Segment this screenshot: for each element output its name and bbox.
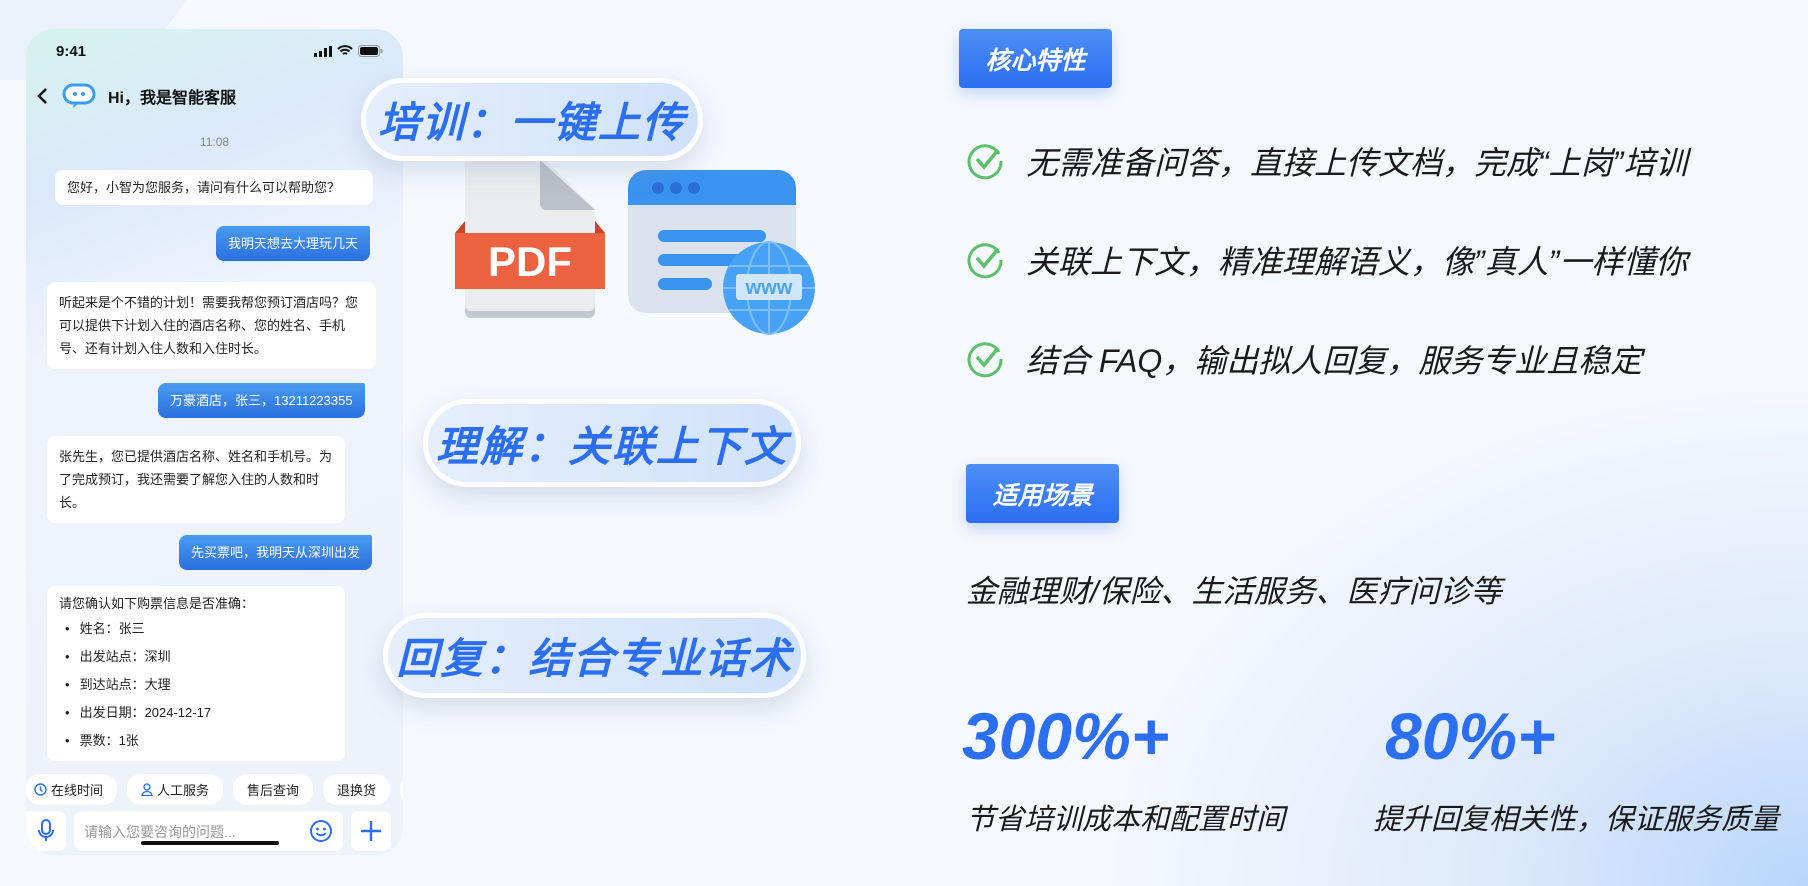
input-row: 请输入您要咨询的问题... <box>26 811 403 851</box>
scenarios-badge: 适用场景 <box>966 464 1119 523</box>
pill-label: 回复：结合专业话术 <box>396 635 793 682</box>
ticket-info-list: 姓名：张三 出发站点：深圳 到达站点：大理 出发日期：2024-12-17 票数… <box>59 615 333 755</box>
web-page-globe-icon: www <box>628 170 815 335</box>
chip-online-hours[interactable]: 在线时间 <box>26 774 118 805</box>
battery-icon <box>358 45 383 57</box>
list-item: 姓名：张三 <box>59 615 333 643</box>
list-item: 出发站点：深圳 <box>59 643 333 671</box>
home-indicator <box>141 841 279 845</box>
chip-returns[interactable]: 退换货 <box>323 774 391 805</box>
feature-item: 关联上下文，精准理解语义，像”真人”一样懂你 <box>966 237 1687 283</box>
user-message: 先买票吧，我明天从深圳出发 <box>179 535 373 570</box>
person-icon <box>141 783 153 796</box>
bot-message: 您好，小智为您服务，请问有什么可以帮助您？ <box>55 170 373 205</box>
pill-label: 理解：关联上下文 <box>435 422 788 470</box>
stat-value: 80%+ <box>1385 699 1556 773</box>
feature-pill-training: 培训：一键上传 <box>361 78 703 161</box>
message-text: 听起来是个不错的计划！需要我帮您预订酒店吗？您可以提供下计划入住的酒店名称、您的… <box>59 295 359 356</box>
check-circle-icon <box>967 243 1003 279</box>
user-message: 万豪酒店，张三，13211223355 <box>158 383 365 418</box>
feature-pill-understanding: 理解：关联上下文 <box>423 399 801 487</box>
chat-bot-icon <box>62 83 96 108</box>
message-text: 先买票吧，我明天从深圳出发 <box>191 545 361 560</box>
status-time: 9:41 <box>56 43 87 60</box>
bot-message: 张先生，您已提供酒店名称、姓名和手机号。为了完成预订，我还需要了解您入住的人数和… <box>47 436 345 523</box>
feature-text: 无需准备问答，直接上传文档，完成“上岗”培训 <box>1026 145 1688 181</box>
message-text: 万豪酒店，张三，13211223355 <box>170 393 353 408</box>
stat-label: 提升回复相关性，保证服务质量 <box>1373 804 1780 836</box>
message-text: 我明天想去大理玩几天 <box>228 236 359 251</box>
www-label: www <box>745 277 793 299</box>
clock-icon <box>34 783 47 796</box>
list-item: 票数：1张 <box>59 727 333 755</box>
pdf-file-icon: PDF <box>455 160 605 318</box>
chat-header: Hi，我是智能客服 <box>36 81 393 111</box>
bot-message: 请您确认如下购票信息是否准确： 姓名：张三 出发站点：深圳 到达站点：大理 出发… <box>47 586 345 761</box>
voice-button[interactable] <box>26 811 66 851</box>
plus-icon <box>361 821 381 841</box>
message-text: 您好，小智为您服务，请问有什么可以帮助您？ <box>67 180 341 195</box>
wifi-icon <box>337 45 353 55</box>
message-text: 张先生，您已提供酒店名称、姓名和手机号。为了完成预订，我还需要了解您入住的人数和… <box>59 449 333 510</box>
stat-value: 300%+ <box>962 699 1170 773</box>
chip-after-sales-more[interactable]: 售后 <box>400 774 403 805</box>
feature-item: 结合 FAQ，输出拟人回复，服务专业且稳定 <box>966 336 1642 382</box>
list-item: 出发日期：2024-12-17 <box>59 699 333 727</box>
input-placeholder: 请输入您要咨询的问题... <box>84 824 236 840</box>
pill-label: 培训：一键上传 <box>377 99 686 146</box>
feature-pill-reply: 回复：结合专业话术 <box>383 613 806 698</box>
core-features-badge: 核心特性 <box>959 29 1112 88</box>
chip-human-service[interactable]: 人工服务 <box>127 774 224 805</box>
feature-text: 关联上下文，精准理解语义，像”真人”一样懂你 <box>1026 244 1688 280</box>
back-chevron-icon[interactable] <box>36 86 50 106</box>
microphone-icon <box>38 819 54 841</box>
check-circle-icon <box>967 144 1003 180</box>
scenarios-text: 金融理财/保险、生活服务、医疗问诊等 <box>966 574 1502 609</box>
list-item: 到达站点：大理 <box>59 671 333 699</box>
signal-icon <box>314 45 332 57</box>
status-bar: 9:41 <box>56 43 383 63</box>
chip-after-sales[interactable]: 售后查询 <box>233 774 314 805</box>
chip-label: 退换货 <box>337 783 377 798</box>
chip-label: 在线时间 <box>51 783 104 798</box>
check-circle-icon <box>967 342 1003 378</box>
stat-label: 节省培训成本和配置时间 <box>966 804 1286 836</box>
feature-text: 结合 FAQ，输出拟人回复，服务专业且稳定 <box>1026 343 1643 379</box>
add-button[interactable] <box>351 811 391 851</box>
phone-chat-mockup: 9:41 Hi，我是智能客服 11:08 您好，小智为您服务，请问有什么可以帮助… <box>26 29 403 855</box>
quick-reply-chips: 在线时间 人工服务 售后查询 退换货 售后 <box>26 774 403 805</box>
message-text: 请您确认如下购票信息是否准确： <box>59 596 255 611</box>
bot-message: 听起来是个不错的计划！需要我帮您预订酒店吗？您可以提供下计划入住的酒店名称、您的… <box>47 282 376 369</box>
pdf-label: PDF <box>488 238 572 285</box>
question-input[interactable]: 请输入您要咨询的问题... <box>74 811 343 851</box>
user-message: 我明天想去大理玩几天 <box>216 226 371 261</box>
chip-label: 人工服务 <box>157 783 210 798</box>
chat-title: Hi，我是智能客服 <box>108 90 237 107</box>
emoji-icon[interactable] <box>309 819 333 843</box>
feature-item: 无需准备问答，直接上传文档，完成“上岗”培训 <box>966 138 1687 184</box>
chip-label: 售后查询 <box>247 783 300 798</box>
message-timestamp: 11:08 <box>199 135 230 149</box>
